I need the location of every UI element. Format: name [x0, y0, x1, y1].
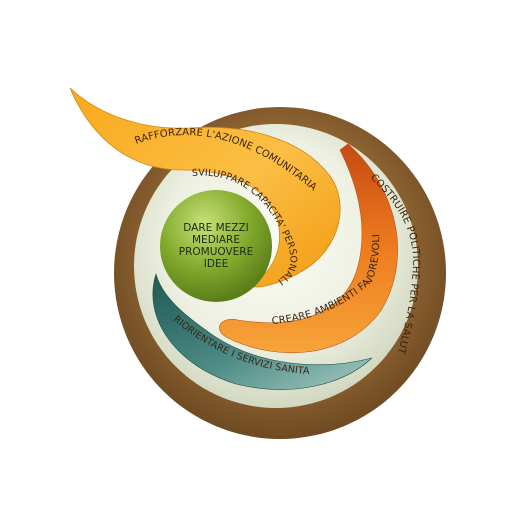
center-line-2: MEDIARE: [192, 234, 240, 246]
center-line-3: PROMUOVERE: [179, 246, 253, 258]
services-crescent: [152, 272, 373, 390]
center-line-1: DARE MEZZI: [183, 222, 249, 234]
center-disc: [160, 190, 272, 302]
environments-crescent: [219, 143, 398, 354]
center-line-4: IDEE: [204, 258, 228, 270]
community-swoosh: [69, 87, 341, 288]
